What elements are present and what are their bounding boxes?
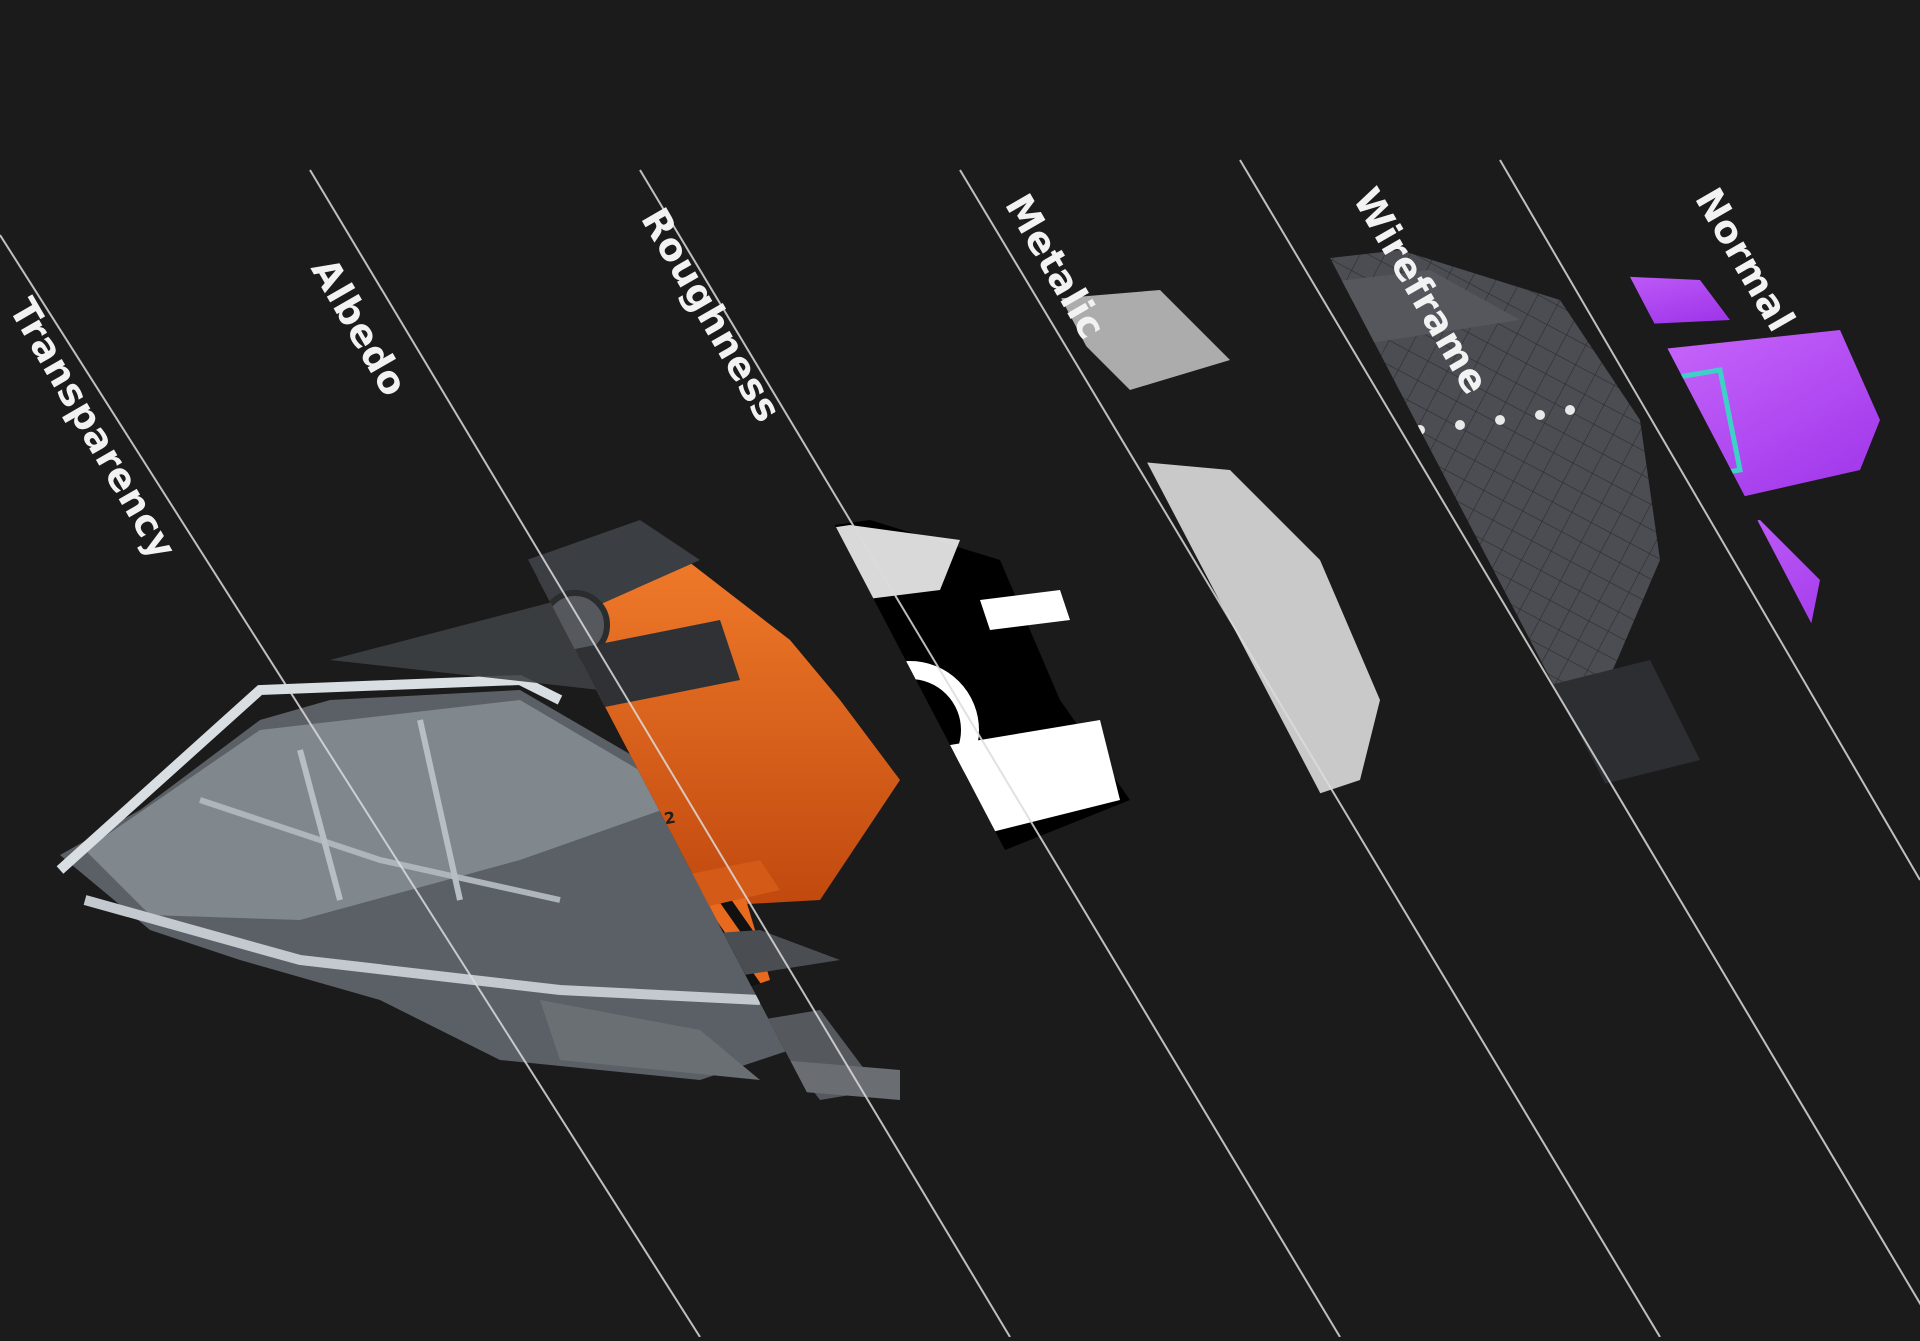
divider-transparency: [0, 234, 701, 1338]
divider-roughness: [639, 169, 1341, 1338]
divider-normal: [1499, 159, 1920, 881]
divider-albedo: [309, 169, 1011, 1338]
divider-wireframe: [1239, 159, 1920, 1306]
divider-metalic: [959, 169, 1661, 1338]
pass-dividers: [0, 159, 1920, 1338]
